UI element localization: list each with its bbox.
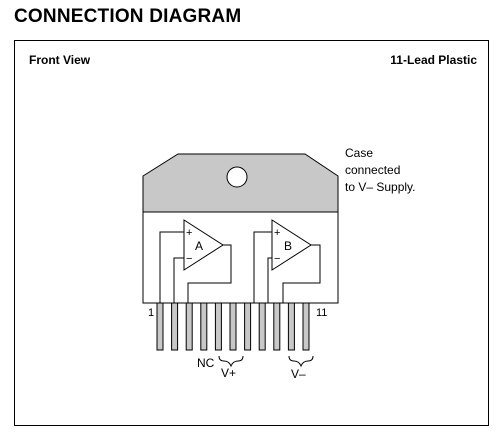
pin-4: [200, 302, 208, 351]
vplus-brace: [218, 355, 244, 368]
case-note-line-1: Case: [345, 146, 374, 160]
case-note: Case connected to V– Supply.: [345, 145, 416, 196]
op-amp-b-plus-sign: +: [274, 227, 280, 239]
diagram-title: CONNECTION DIAGRAM: [14, 6, 242, 27]
op-amp-a-triangle: [183, 219, 224, 271]
pin-8: [258, 302, 266, 351]
op-amp-b-minus-sign: −: [274, 253, 280, 265]
op-amp-b-plus-wire: [253, 231, 272, 303]
case-note-line-3: to V– Supply.: [345, 180, 416, 194]
op-amp-a-minus-sign: −: [186, 253, 192, 265]
pin-3: [185, 302, 193, 351]
pin-6: [229, 302, 237, 351]
pin-number-first: 1: [148, 307, 154, 319]
case-note-line-2: connected: [345, 163, 401, 177]
op-amp-b-triangle: [271, 219, 312, 271]
pin-label-vplus: V+: [221, 366, 236, 380]
op-amp-a-plus-wire: [159, 231, 184, 303]
pin-5: [214, 302, 222, 351]
package-label: 11-Lead Plastic: [390, 53, 477, 67]
op-amp-a-label: A: [195, 239, 203, 253]
op-amp-a-output-wire: [187, 244, 232, 303]
op-amp-b-label: B: [284, 239, 292, 253]
op-amp-b: [253, 219, 321, 303]
pin-1: [156, 302, 164, 351]
diagram-frame: [14, 40, 489, 426]
pin-label-nc: NC: [197, 356, 215, 370]
pin-2: [171, 302, 179, 351]
op-amp-a-plus-sign: +: [186, 227, 192, 239]
pin-number-last: 11: [316, 307, 327, 319]
op-amp-a-minus-wire: [173, 257, 184, 303]
op-amp-b-output-wire: [282, 244, 321, 303]
pin-7: [244, 302, 252, 351]
pins-group: [156, 302, 310, 351]
pin-11: [302, 302, 310, 351]
op-amp-b-minus-wire: [267, 257, 272, 303]
mounting-hole: [226, 166, 248, 188]
pin-9: [273, 302, 281, 351]
pin-label-vminus: V–: [291, 367, 306, 381]
package-body: [142, 211, 339, 304]
pin-10: [287, 302, 295, 351]
view-label: Front View: [29, 53, 91, 67]
op-amp-a: [159, 219, 232, 303]
vminus-brace: [288, 355, 314, 368]
